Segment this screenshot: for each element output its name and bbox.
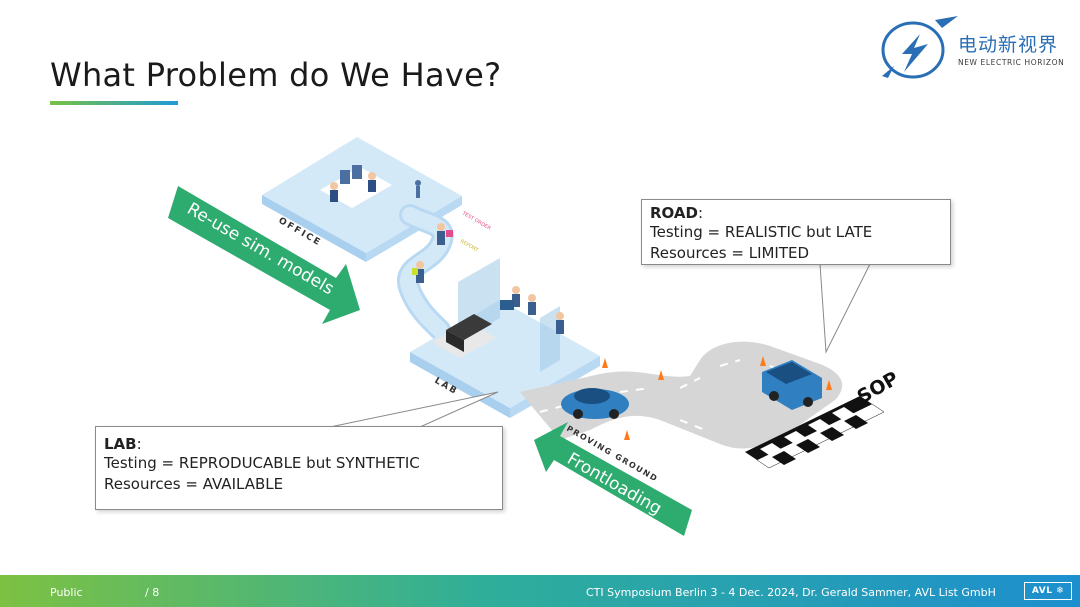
- car-icon: [561, 388, 629, 419]
- lab-callout-title: LAB: [104, 435, 137, 453]
- slide-title: What Problem do We Have?: [50, 56, 502, 94]
- report-label: REPORT: [459, 239, 480, 255]
- lab-callout-colon: :: [136, 435, 142, 453]
- title-underline: [50, 101, 178, 105]
- lab-callout: LAB: Testing = REPRODUCABLE but SYNTHETI…: [95, 426, 503, 510]
- road-callout-title: ROAD: [650, 204, 698, 222]
- checkered-flag-line: [745, 396, 885, 469]
- sop-label: SOP: [854, 367, 903, 408]
- road-callout-line-1: Testing = REALISTIC but LATE: [650, 223, 873, 241]
- road-callout: ROAD: Testing = REALISTIC but LATE Resou…: [641, 199, 951, 265]
- lab-callout-line-1: Testing = REPRODUCABLE but SYNTHETIC: [104, 454, 420, 472]
- development-pipeline-illustration: TEST ORDER REPORT: [168, 137, 903, 536]
- classification-label: Public: [50, 586, 83, 599]
- test-order-label: TEST ORDER: [460, 210, 492, 232]
- logo-chinese-text: 电动新视界: [958, 34, 1059, 56]
- logo-english-text: NEW ELECTRIC HORIZON: [958, 58, 1065, 67]
- avl-badge: AVL ❄: [1024, 582, 1072, 600]
- page-number: / 8: [145, 586, 160, 599]
- lightning-bolt-logo-icon: [881, 16, 958, 79]
- frontloading-arrow: Frontloading: [534, 422, 692, 536]
- slide-footer: Public / 8 CTI Symposium Berlin 3 - 4 De…: [0, 575, 1080, 607]
- road-callout-line-2: Resources = LIMITED: [650, 244, 810, 262]
- lab-callout-line-2: Resources = AVAILABLE: [104, 475, 284, 493]
- van-icon: [762, 360, 822, 410]
- proving-ground-road: [520, 341, 885, 469]
- event-info: CTI Symposium Berlin 3 - 4 Dec. 2024, Dr…: [586, 586, 996, 599]
- road-callout-colon: :: [697, 204, 704, 222]
